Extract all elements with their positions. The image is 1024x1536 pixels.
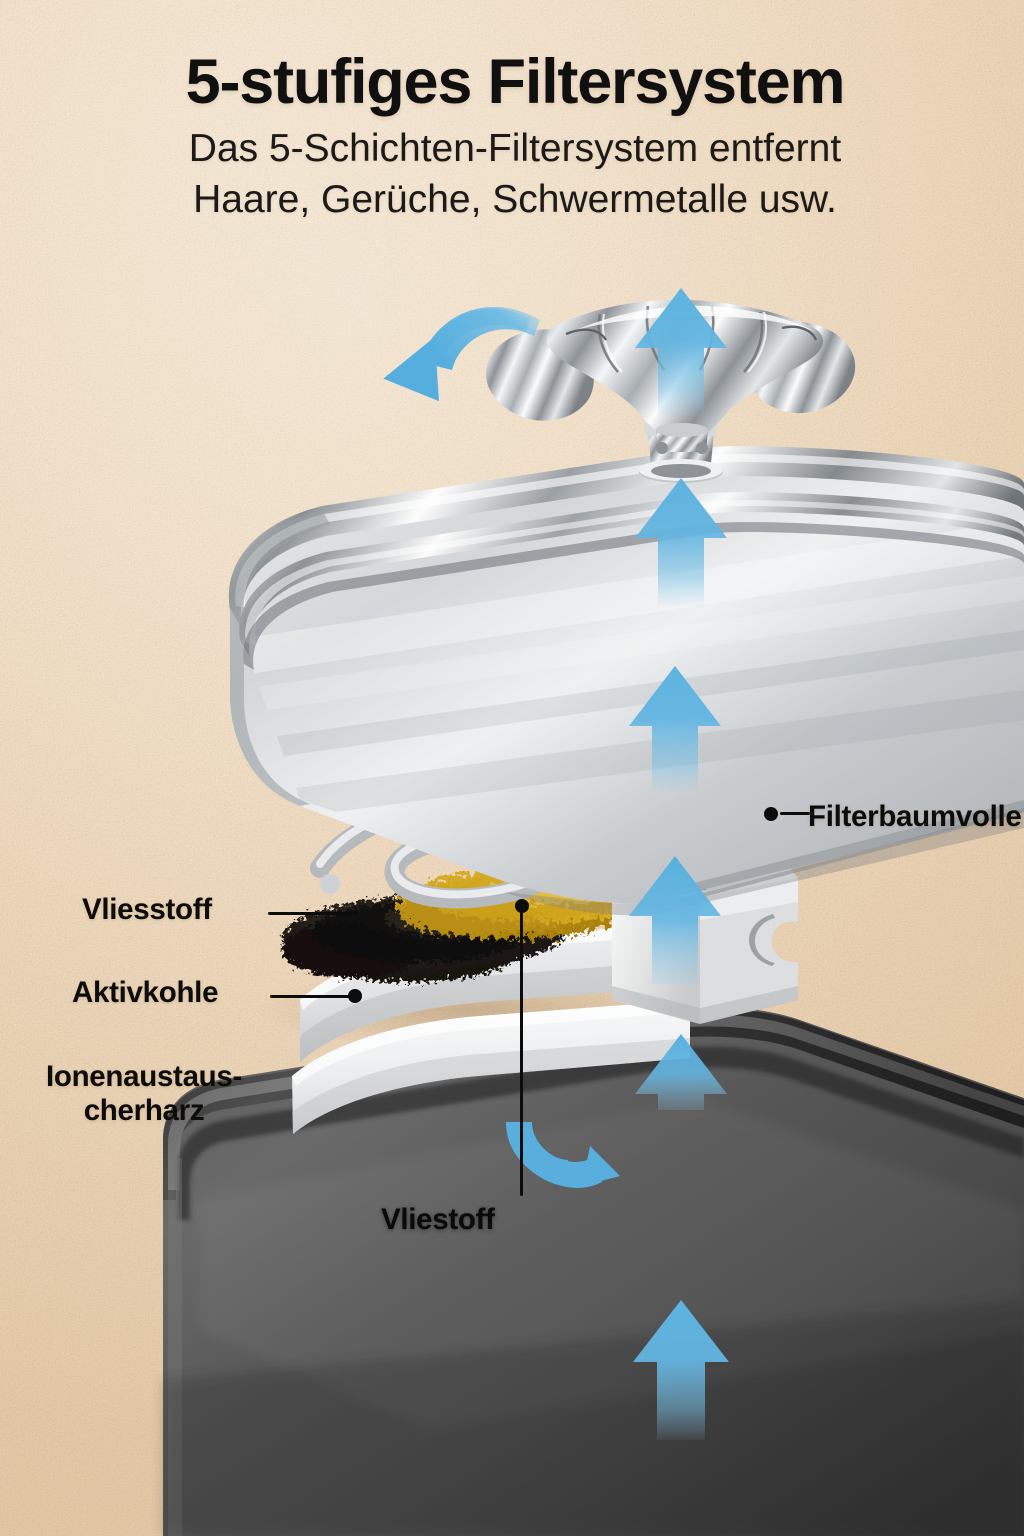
arrow-up-5 <box>635 1034 727 1110</box>
leader-dot-activated-carbon <box>348 989 362 1003</box>
page-title: 5-stufiges Filtersystem <box>185 47 846 117</box>
subtitle-line-1: Das 5-Schichten-Filtersystem entfernt <box>188 127 842 171</box>
water-bowl <box>163 1006 1024 1536</box>
page-subtitle: Das 5-Schichten-Filtersystem entfernt Ha… <box>0 124 1024 225</box>
leader-line-filter-cotton <box>780 812 810 816</box>
subtitle-line-2: Haare, Gerüche, Schwermetalle usw. <box>193 177 837 221</box>
leader-line-fleece-top <box>268 912 358 916</box>
arrow-up-3 <box>629 666 721 792</box>
label-fleece-top: Vliesstoff <box>82 893 212 926</box>
leader-line-activated-carbon <box>270 995 354 999</box>
arrow-curved-top <box>383 307 540 402</box>
leader-dot-fleece-bottom <box>515 899 529 913</box>
label-ion-exchange-resin: Ionenaustaus- cherharz <box>14 1060 274 1128</box>
leader-line-fleece-bottom <box>520 906 524 1196</box>
header-block: 5-stufiges Filtersystem Das 5-Schichten-… <box>0 0 1024 226</box>
arrow-up-1 <box>635 288 727 416</box>
label-filter-cotton: Filterbaumvolle <box>808 800 1022 833</box>
label-fleece-bottom: Vliestoff <box>381 1203 495 1236</box>
leader-dot-filter-cotton <box>764 807 778 821</box>
label-ion-resin-line-2: cherharz <box>83 1094 205 1128</box>
pump-housing <box>612 868 798 1024</box>
arrow-up-4 <box>629 856 721 984</box>
label-ion-resin-line-1: Ionenaustaus- <box>45 1060 243 1093</box>
label-activated-carbon: Aktivkohle <box>72 976 219 1009</box>
arrow-up-6 <box>633 1300 729 1440</box>
arrow-up-2 <box>635 478 727 606</box>
